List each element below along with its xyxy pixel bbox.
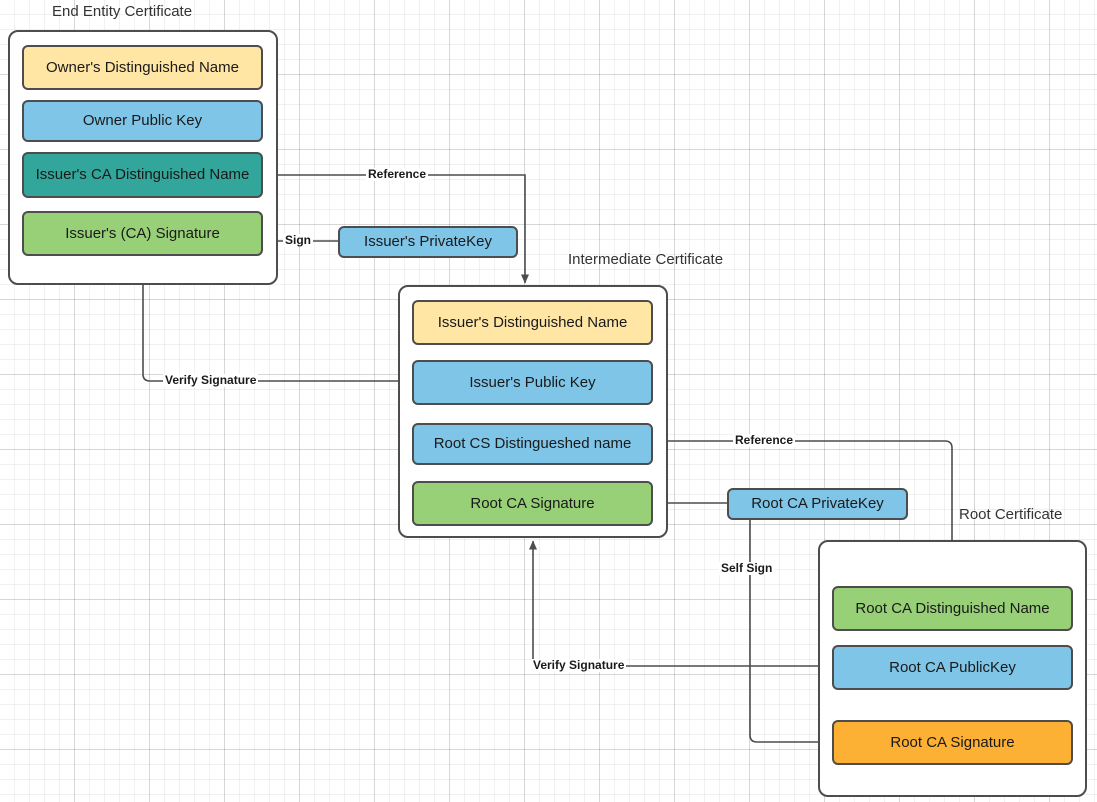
field-root-ca-signature-root[interactable]: Root CA Signature bbox=[832, 720, 1073, 765]
field-issuers-distinguished-name[interactable]: Issuer's Distinguished Name bbox=[412, 300, 653, 345]
field-issuers-ca-signature[interactable]: Issuer's (CA) Signature bbox=[22, 211, 263, 256]
group-title-intermediate: Intermediate Certificate bbox=[568, 251, 724, 268]
group-title-end-entity: End Entity Certificate bbox=[52, 3, 193, 20]
field-issuers-public-key[interactable]: Issuer's Public Key bbox=[412, 360, 653, 405]
edge-label-verify-signature-bottom: Verify Signature bbox=[531, 658, 627, 672]
field-owners-distinguished-name[interactable]: Owner's Distinguished Name bbox=[22, 45, 263, 90]
field-root-ca-publickey[interactable]: Root CA PublicKey bbox=[832, 645, 1073, 690]
field-owner-public-key[interactable]: Owner Public Key bbox=[22, 100, 263, 142]
field-issuers-ca-distinguished-name[interactable]: Issuer's CA Distinguished Name bbox=[22, 152, 263, 198]
field-root-ca-distinguished-name[interactable]: Root CA Distinguished Name bbox=[832, 586, 1073, 631]
group-title-root: Root Certificate bbox=[959, 506, 1063, 523]
edge-label-reference-bottom: Reference bbox=[733, 433, 796, 447]
edge-label-self-sign: Self Sign bbox=[719, 561, 775, 575]
key-issuers-private-key[interactable]: Issuer's PrivateKey bbox=[338, 226, 518, 258]
field-root-ca-signature-intermediate[interactable]: Root CA Signature bbox=[412, 481, 653, 526]
edge-label-reference-top: Reference bbox=[366, 167, 429, 181]
edge-label-verify-signature-top: Verify Signature bbox=[163, 373, 259, 387]
edge-self-sign bbox=[749, 519, 828, 746]
edge-label-sign: Sign bbox=[283, 233, 313, 247]
field-root-cs-distingueshed-name[interactable]: Root CS Distingueshed name bbox=[412, 423, 653, 465]
edge-verify-signature-bottom bbox=[529, 540, 832, 667]
key-root-ca-private-key[interactable]: Root CA PrivateKey bbox=[727, 488, 908, 520]
